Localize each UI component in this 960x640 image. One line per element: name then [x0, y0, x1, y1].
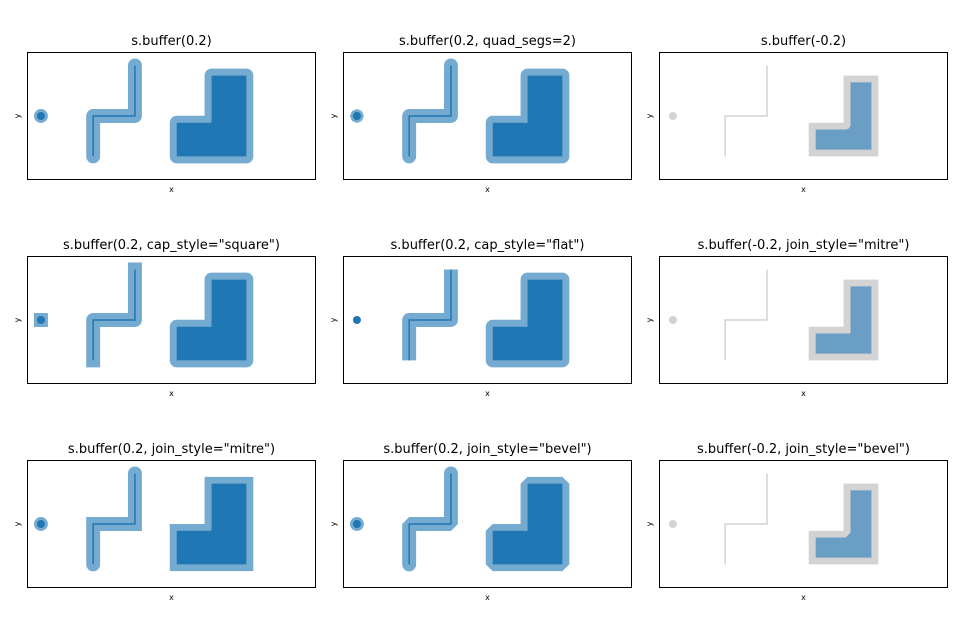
subplot-title: s.buffer(0.2, quad_segs=2) [399, 34, 576, 49]
subplot-title: s.buffer(-0.2) [761, 34, 846, 49]
original-polygon [176, 279, 247, 361]
axes-frame [659, 52, 948, 180]
plot-area [33, 58, 254, 164]
subplot-3: s.buffer(-0.2) x y [645, 34, 948, 194]
original-polygon [492, 483, 563, 565]
subplot-title: s.buffer(-0.2, join_style="bevel") [697, 442, 910, 457]
plot-area [33, 262, 254, 368]
subplot-5: s.buffer(0.2, cap_style="flat")x y [329, 238, 632, 398]
original-point [36, 520, 45, 528]
axes-frame [27, 460, 316, 588]
subplot-grid: s.buffer(0.2)xys.buffer(0.2, quad_segs=2… [13, 34, 948, 602]
plot-area [352, 269, 570, 368]
original-point [36, 316, 45, 324]
original-polygon [176, 483, 247, 565]
polygon-buffer [815, 82, 872, 150]
y-axis-label: y [13, 113, 22, 118]
original-line [408, 65, 452, 157]
x-axis-label: x [485, 389, 490, 398]
original-polygon [492, 279, 563, 361]
line-buffer [402, 466, 458, 572]
subplot-title: s.buffer(0.2, join_style="mitre") [68, 442, 275, 457]
plot-area [668, 65, 879, 157]
polygon-buffer [815, 490, 872, 558]
x-axis-label: x [169, 185, 174, 194]
original-point [668, 112, 677, 120]
line-buffer [402, 58, 458, 164]
x-axis-label: x [485, 185, 490, 194]
axes-frame [659, 256, 948, 384]
plot-area [33, 466, 254, 572]
original-line [408, 269, 452, 361]
subplot-4: s.buffer(0.2, cap_style="square")x y [13, 238, 316, 398]
y-axis-label: y [329, 521, 338, 526]
plot-area [668, 473, 879, 565]
line-buffer [86, 466, 142, 572]
plot-area [349, 58, 570, 164]
axes-frame [343, 460, 632, 588]
line-buffer [86, 262, 142, 368]
original-point [668, 316, 677, 324]
original-point [352, 316, 361, 324]
x-axis-label: x [801, 389, 806, 398]
y-axis-label: y [645, 113, 654, 118]
subplot-title: s.buffer(0.2, join_style="bevel") [383, 442, 591, 457]
original-line [724, 473, 768, 565]
y-axis-label: y [329, 317, 338, 322]
x-axis-label: x [801, 185, 806, 194]
subplot-1: s.buffer(0.2) x y [13, 34, 316, 194]
y-axis-label: y [645, 521, 654, 526]
polygon-buffer [815, 286, 872, 354]
line-buffer [86, 58, 142, 164]
y-axis-label: y [329, 113, 338, 118]
original-line [92, 473, 136, 565]
axes-frame [659, 460, 948, 588]
axes-frame [27, 52, 316, 180]
subplot-8: s.buffer(0.2, join_style="bevel")x y [329, 442, 632, 602]
y-axis-label: y [13, 317, 22, 322]
axes-frame [27, 256, 316, 384]
original-line [724, 65, 768, 157]
plot-area [668, 269, 879, 361]
x-axis-label: x [485, 593, 490, 602]
subplot-6: s.buffer(-0.2, join_style="mitre")x y [645, 238, 948, 398]
original-polygon [492, 75, 563, 157]
y-axis-label: y [13, 521, 22, 526]
original-line [92, 65, 136, 157]
original-point [352, 112, 361, 120]
plot-area [349, 466, 570, 572]
original-point [668, 520, 677, 528]
x-axis-label: x [169, 593, 174, 602]
original-line [724, 269, 768, 361]
subplot-title: s.buffer(0.2, cap_style="flat") [391, 238, 585, 253]
x-axis-label: x [801, 593, 806, 602]
axes-frame [343, 52, 632, 180]
y-axis-label: y [645, 317, 654, 322]
original-point [352, 520, 361, 528]
original-line [92, 269, 136, 361]
original-point [36, 112, 45, 120]
line-buffer [402, 269, 458, 361]
subplot-9: s.buffer(-0.2, join_style="bevel")x y [645, 442, 948, 602]
x-axis-label: x [169, 389, 174, 398]
subplot-2: s.buffer(0.2, quad_segs=2)x y [329, 34, 632, 194]
subplot-title: s.buffer(0.2, cap_style="square") [63, 238, 280, 253]
subplot-7: s.buffer(0.2, join_style="mitre")x y [13, 442, 316, 602]
subplot-title: s.buffer(0.2) [131, 34, 212, 49]
original-polygon [176, 75, 247, 157]
subplot-title: s.buffer(-0.2, join_style="mitre") [698, 238, 910, 253]
axes-frame [343, 256, 632, 384]
original-line [408, 473, 452, 565]
